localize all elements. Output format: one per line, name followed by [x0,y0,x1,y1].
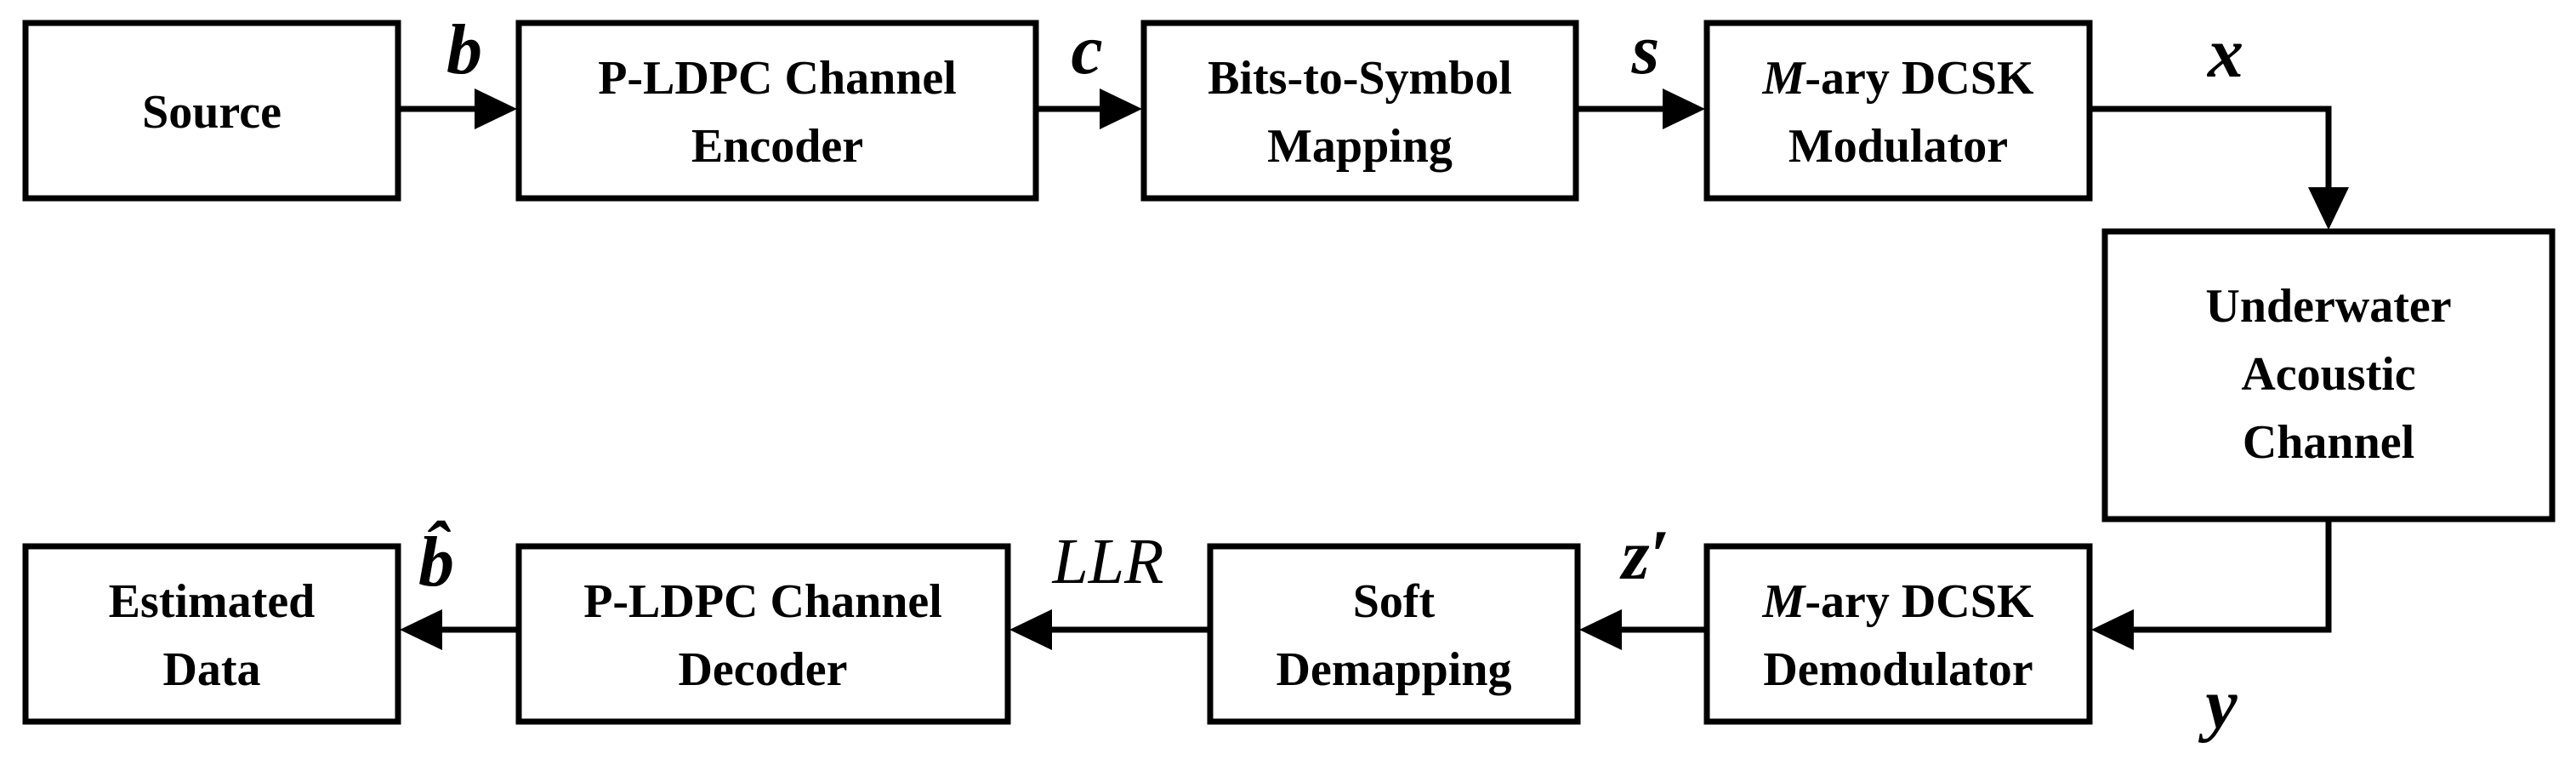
signal-z-prime-label: z′ [1619,516,1669,595]
arrow-encoder-to-mapper [1036,88,1142,129]
channel-label-line3: Channel [2243,416,2414,469]
channel-block: Underwater Acoustic Channel [2101,228,2556,522]
decoder-label-line1: P-LDPC Channel [583,575,942,628]
encoder-block: P-LDPC Channel Encoder [515,20,1039,202]
decoder-block: P-LDPC Channel Decoder [515,543,1011,725]
output-block: Estimated Data [22,543,401,725]
demodulator-ary-dcsk: -ary DCSK [1805,575,2034,628]
demodulator-label-line2: Demodulator [1763,643,2033,696]
arrow-channel-to-demodulator [2091,519,2332,650]
arrow-decoder-to-output [400,609,519,650]
demapper-block: Soft Demapping [1207,543,1581,725]
signal-x-label: x [2206,14,2243,93]
decoder-label-line2: Decoder [678,643,847,696]
demodulator-m-italic: M [1762,575,1807,628]
source-block: Source [22,20,401,202]
mapper-block: Bits-to-Symbol Mapping [1140,20,1579,202]
modulator-ary-dcsk: -ary DCSK [1805,52,2034,105]
arrow-mapper-to-modulator [1576,88,1705,129]
arrow-demapper-to-decoder [1009,609,1210,650]
demodulator-label-line1: M-ary DCSK [1762,575,2034,628]
modulator-m-italic: M [1762,52,1807,105]
signal-llr-label: LLR [1052,526,1164,597]
channel-label-line2: Acoustic [2241,348,2415,401]
channel-label-line1: Underwater [2205,280,2451,333]
mapper-label-line1: Bits-to-Symbol [1208,52,1512,105]
demapper-label-line2: Demapping [1277,643,1512,696]
modulator-label-line2: Modulator [1788,120,2008,173]
demapper-label-line1: Soft [1353,575,1436,628]
arrow-source-to-encoder [398,88,517,129]
signal-y-label: y [2198,665,2238,744]
source-label: Source [142,86,281,139]
arrow-modulator-to-channel [2090,106,2349,230]
signal-b-label: b [446,10,482,89]
signal-c-label: c [1071,10,1102,89]
demodulator-block: M-ary DCSK Demodulator [1703,543,2093,725]
modulator-label-line1: M-ary DCSK [1762,52,2034,105]
mapper-label-line2: Mapping [1267,120,1453,173]
encoder-label-line2: Encoder [691,120,863,173]
output-label-line1: Estimated [109,575,316,628]
encoder-label-line1: P-LDPC Channel [598,52,957,105]
arrow-demodulator-to-demapper [1579,609,1707,650]
signal-s-label: s [1631,10,1660,89]
modulator-block: M-ary DCSK Modulator [1703,20,2093,202]
signal-b-hat-label: b̂ [418,520,454,602]
output-label-line2: Data [162,643,260,696]
